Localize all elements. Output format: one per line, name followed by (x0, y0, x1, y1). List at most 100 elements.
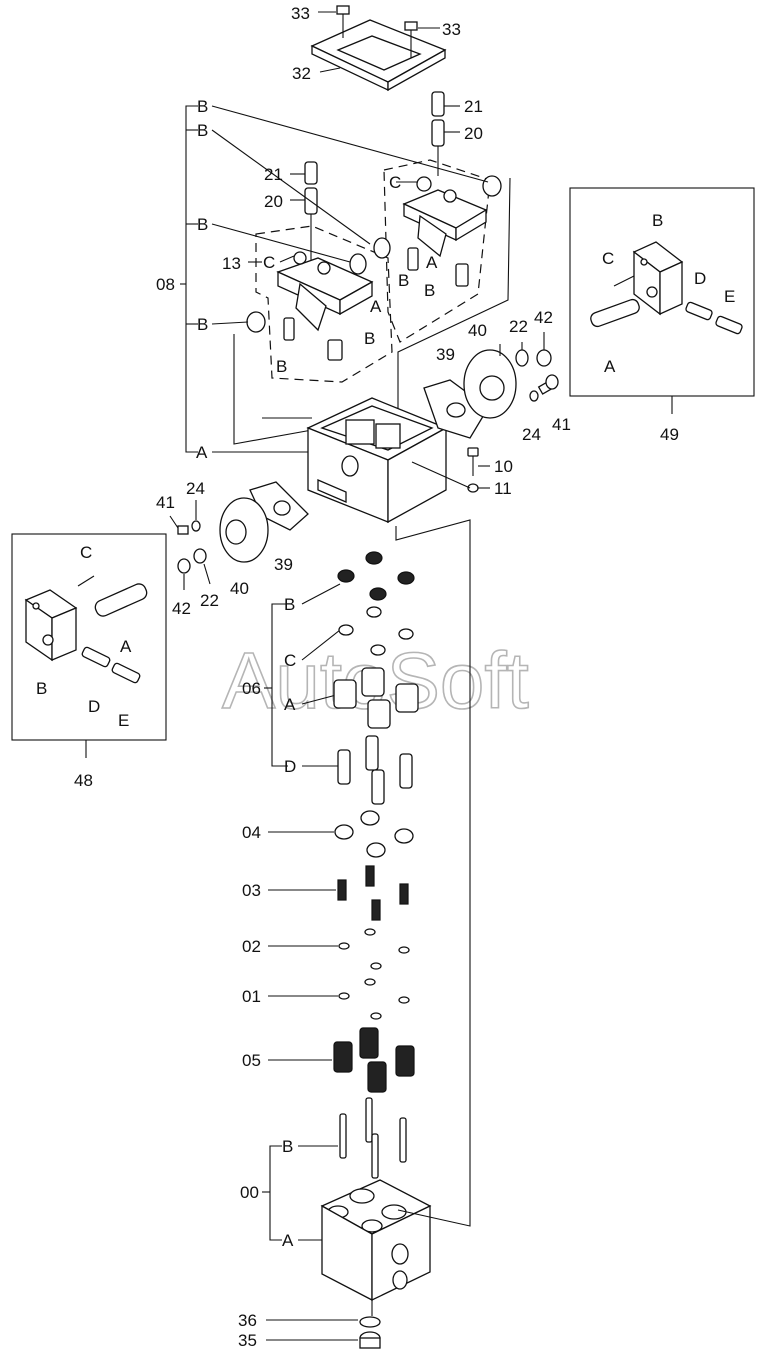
callout-39: 39 (274, 555, 293, 574)
seal-rings-06B (337, 551, 415, 601)
callout-01: 01 (242, 987, 261, 1006)
plungers-06D (337, 735, 413, 805)
callout-A: A (370, 297, 382, 316)
inset-48-label-B: B (36, 679, 47, 698)
callout-40: 40 (468, 321, 487, 340)
inset-49-label-B: B (652, 211, 663, 230)
callout-00: 00 (240, 1183, 259, 1202)
screw-33-left (336, 5, 350, 38)
lever-bracket-left (276, 251, 374, 332)
callout-36: 36 (238, 1311, 257, 1330)
main-housing (306, 397, 448, 524)
plate-39-right (423, 379, 489, 439)
callout-06-A: A (284, 695, 296, 714)
inset-48-label-E: E (118, 711, 129, 730)
callout-33: 33 (291, 4, 310, 23)
callout-13: 13 (222, 254, 241, 273)
callout-06-C: C (284, 651, 296, 670)
inset-48 (11, 533, 167, 758)
callout-06: 06 (242, 679, 261, 698)
callout-B: B (197, 121, 208, 140)
callout-05: 05 (242, 1051, 261, 1070)
guides-06A (333, 667, 419, 729)
group-06-bracket (271, 603, 288, 767)
callout-B: B (197, 315, 208, 334)
callout-06-D: D (284, 757, 296, 776)
pin-21-right (431, 91, 445, 117)
callout-35: 35 (238, 1331, 257, 1350)
callout-B: B (424, 281, 435, 300)
springs-03 (337, 865, 409, 921)
springs-05 (333, 1027, 415, 1093)
screw-41-left (177, 520, 201, 535)
callout-21: 21 (264, 165, 283, 184)
callout-21: 21 (464, 97, 483, 116)
callout-03: 03 (242, 881, 261, 900)
callout-42: 42 (534, 308, 553, 327)
callout-B: B (398, 271, 409, 290)
callout-B: B (197, 215, 208, 234)
screw-41-right (529, 374, 559, 402)
callout-20: 20 (264, 192, 283, 211)
callout-06-B: B (284, 595, 295, 614)
lever-pins (283, 247, 469, 361)
seals-22-42-left (177, 548, 207, 574)
inset-48-label-A: A (120, 637, 132, 656)
valve-body-00A (320, 1179, 432, 1302)
callout-A: A (426, 253, 438, 272)
inset-49-number: 49 (660, 425, 679, 444)
lever-assembly-left-outline (255, 225, 393, 383)
callout-C: C (263, 253, 275, 272)
cover-plate (310, 19, 447, 92)
seals-22-42-right (515, 332, 552, 367)
callout-39: 39 (436, 345, 455, 364)
inset-49-label-C: C (602, 249, 614, 268)
spring-seats-04 (334, 810, 414, 858)
callout-02: 02 (242, 937, 261, 956)
callout-08: 08 (156, 275, 175, 294)
callout-B: B (276, 357, 287, 376)
callout-B: B (364, 329, 375, 348)
callout-00-B: B (282, 1137, 293, 1156)
orings-06C (338, 606, 414, 656)
callout-A: A (196, 443, 208, 462)
callout-10: 10 (494, 457, 513, 476)
callout-20: 20 (464, 124, 483, 143)
oring-36 (359, 1316, 381, 1328)
inset-48-label-D: D (88, 697, 100, 716)
spools-00B (339, 1097, 407, 1179)
washers-01 (338, 978, 410, 1020)
bolt-10 (467, 447, 479, 476)
group-08-bracket (185, 105, 198, 453)
callout-42: 42 (172, 599, 191, 618)
callout-C: C (389, 173, 401, 192)
callout-00-A: A (282, 1231, 294, 1250)
callout-41: 41 (156, 493, 175, 512)
callout-B: B (197, 97, 208, 116)
callout-32: 32 (292, 64, 311, 83)
lever-bracket-right (402, 176, 488, 258)
inset-49-label-A: A (604, 357, 616, 376)
cover-40-right (463, 344, 517, 419)
callout-33: 33 (442, 20, 461, 39)
screw-33-right (404, 21, 418, 58)
callout-24: 24 (522, 425, 541, 444)
pin-20-right (431, 119, 445, 176)
bushing-b (246, 175, 502, 333)
pin-21-left (304, 161, 318, 185)
inset-49-label-D: D (694, 269, 706, 288)
callout-11: 11 (494, 479, 512, 498)
inset-48-number: 48 (74, 771, 93, 790)
group-00-bracket (269, 1145, 282, 1241)
cover-40-left (219, 497, 269, 563)
callout-41: 41 (552, 415, 571, 434)
plug-35 (359, 1331, 381, 1349)
inset-49-label-E: E (724, 287, 735, 306)
callout-24: 24 (186, 479, 205, 498)
callout-04: 04 (242, 823, 261, 842)
callout-22: 22 (509, 317, 528, 336)
callout-40: 40 (230, 579, 249, 598)
inset-48-label-C: C (80, 543, 92, 562)
washers-02 (338, 928, 410, 970)
